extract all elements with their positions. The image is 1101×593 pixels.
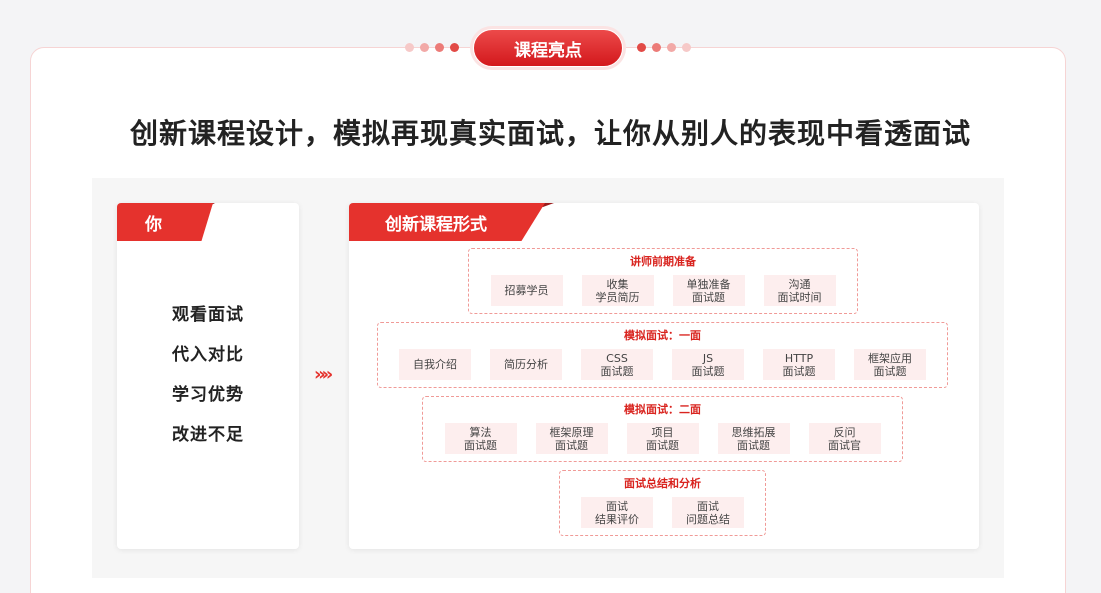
stage-chip: HTTP 面试题 [763,349,835,380]
stage-title: 面试总结和分析 [624,477,701,490]
stage-chip: CSS 面试题 [581,349,653,380]
decor-dots-left [405,43,459,52]
list-item: 观看面试 [172,305,244,325]
stage-chip: 收集 学员简历 [581,275,654,306]
decor-dots-right [637,43,691,52]
stage-chip: 自我介绍 [399,349,471,380]
double-chevron-right-icon: »» [314,364,333,385]
section-badge-label: 课程亮点 [473,29,623,67]
stage-chip: 简历分析 [490,349,562,380]
page-title: 创新课程设计，模拟再现真实面试，让你从别人的表现中看透面试 [129,117,971,150]
you-card: 你 观看面试 代入对比 学习优势 改进不足 [117,203,299,549]
stage-chip: 算法 面试题 [444,423,517,454]
stage-chip: 面试 问题总结 [672,497,744,528]
stage-chip: 沟通 面试时间 [763,275,836,306]
stage-title: 讲师前期准备 [630,255,696,268]
list-item: 学习优势 [172,385,244,405]
you-actions-list: 观看面试 代入对比 学习优势 改进不足 [117,303,299,463]
you-card-tag: 你 [117,203,213,241]
stage-chip: 单独准备 面试题 [672,275,745,306]
course-format-tag: 创新课程形式 [349,203,545,241]
stage-second-interview: 模拟面试：二面 算法 面试题 框架原理 面试题 项目 面试题 思维拓展 面试题 … [422,396,903,462]
section-badge: 课程亮点 [470,26,626,70]
stage-chip: 反问 面试官 [808,423,881,454]
stage-chip: 招募学员 [490,275,563,306]
stage-summary: 面试总结和分析 面试 结果评价 面试 问题总结 [559,470,766,536]
stage-title: 模拟面试：一面 [624,329,701,342]
stage-chip: 项目 面试题 [626,423,699,454]
stage-first-interview: 模拟面试：一面 自我介绍 简历分析 CSS 面试题 JS 面试题 HTTP 面试… [377,322,948,388]
stage-chip: JS 面试题 [672,349,744,380]
stage-title: 模拟面试：二面 [624,403,701,416]
stage-chip: 框架应用 面试题 [854,349,926,380]
list-item: 改进不足 [172,425,244,445]
stage-chip: 框架原理 面试题 [535,423,608,454]
list-item: 代入对比 [172,345,244,365]
stage-preparation: 讲师前期准备 招募学员 收集 学员简历 单独准备 面试题 沟通 面试时间 [468,248,858,314]
stage-chip: 思维拓展 面试题 [717,423,790,454]
stage-chip: 面试 结果评价 [581,497,653,528]
